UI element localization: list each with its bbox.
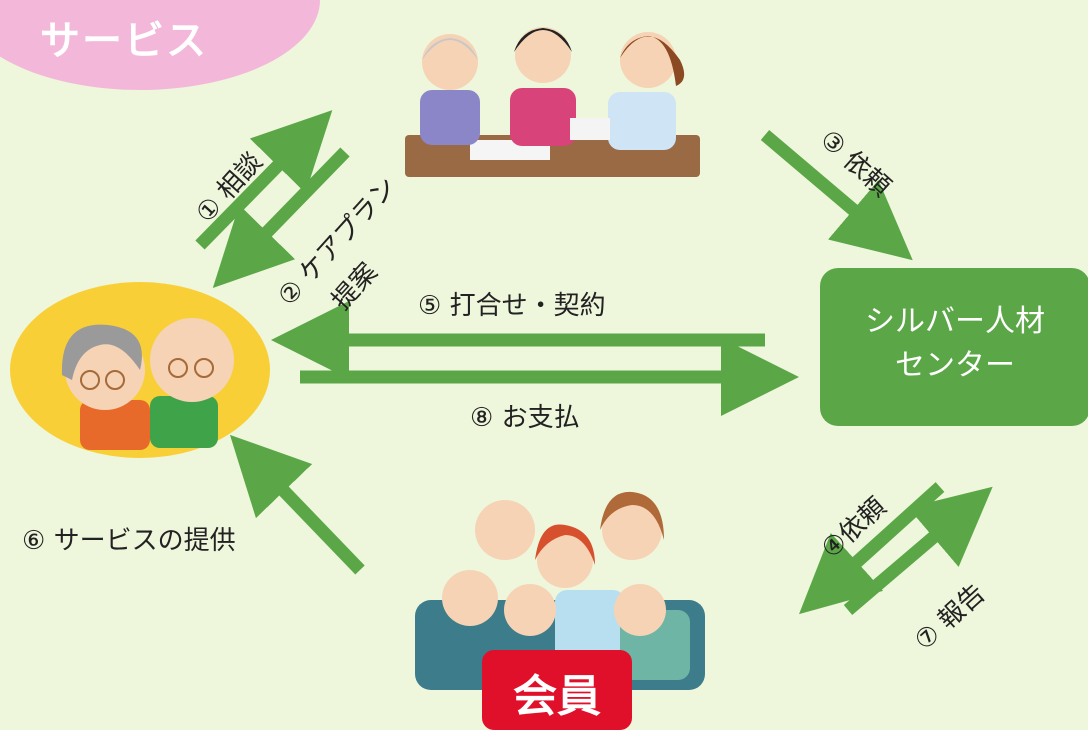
arrow-7-report (843, 486, 993, 615)
care-manager-figure (570, 32, 685, 150)
silver-center-line2: センター (895, 348, 1015, 383)
arrow-2-careplan (212, 147, 350, 288)
elderly-woman-figure (420, 34, 480, 145)
middle-aged-woman-figure (510, 27, 576, 146)
silver-center-label: シルバー人材 センター (820, 300, 1088, 388)
silver-center-box (820, 268, 1088, 426)
title-text: サービス (40, 18, 208, 64)
member-badge (482, 650, 632, 730)
arrow-6-service (229, 434, 365, 575)
consultation-illustration (405, 27, 700, 177)
step-5-label: ⑤ 打合せ・契約 (418, 291, 606, 321)
elderly-couple-illustration (10, 282, 270, 458)
step-6-label: ⑥ サービスの提供 (22, 526, 236, 556)
step-8-label: ⑧ お支払 (470, 403, 580, 433)
member-badge-label: 会員 (513, 671, 601, 722)
silver-center-line1: シルバー人材 (865, 304, 1045, 339)
arrow-3-request (760, 130, 913, 261)
